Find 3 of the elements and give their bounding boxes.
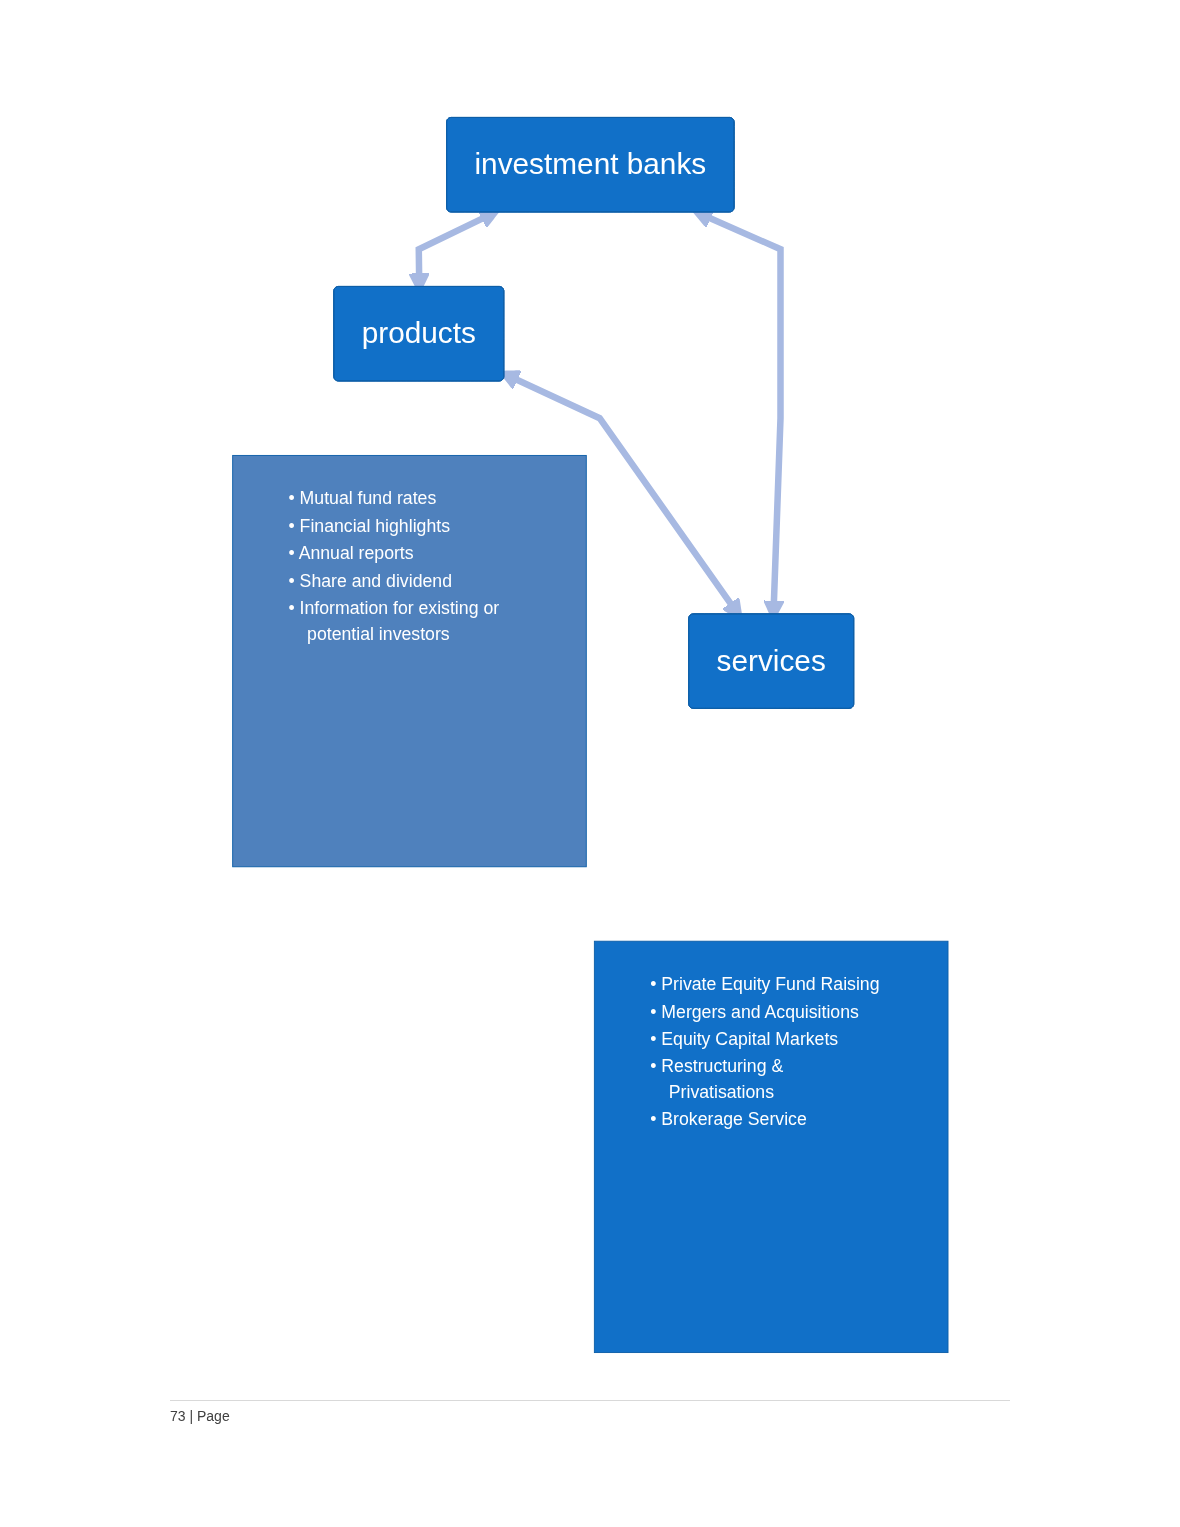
node-box: • Private Equity Fund Raising • Mergers and Acquisitions • Equity Capital Markets • Restructuring & Privatisations • Brokerage Service	[593, 940, 949, 1354]
page-number: 73 | Page	[170, 1408, 230, 1424]
node-box: • Mutual fund rates • Financial highlights • Annual reports • Share and dividend • Information for existing or potential investors	[231, 454, 587, 868]
